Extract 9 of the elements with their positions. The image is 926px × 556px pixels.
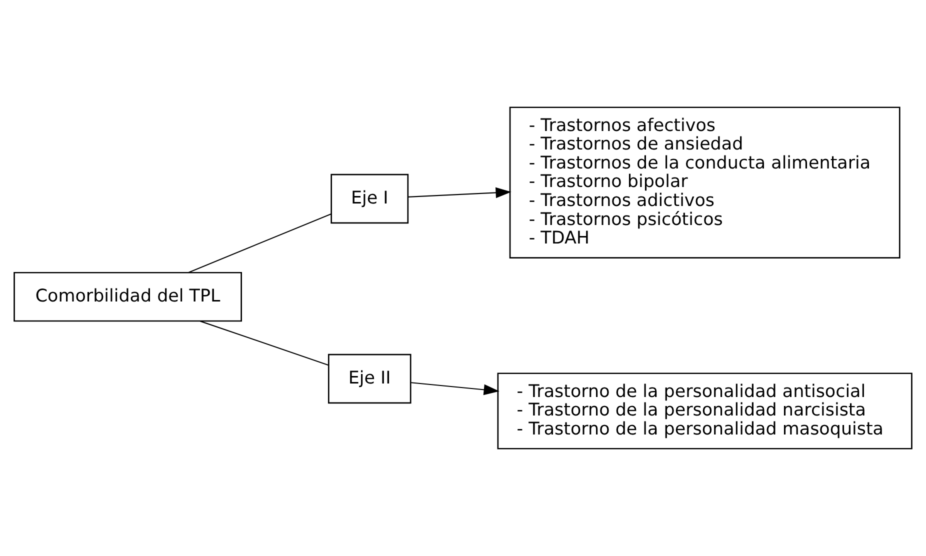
arrow (411, 382, 500, 396)
arrow (408, 187, 512, 198)
node-box: Comorbilidad del TPL (14, 272, 242, 322)
node-box: Eje II (328, 354, 412, 404)
connector (200, 320, 329, 366)
node-box: Eje I (330, 174, 409, 224)
node-box: - Trastornos afectivos - Trastornos de ansiedad - Trastornos de la conducta alimentaria - Trastorno bipolar - Trastornos adictivos - Trastornos psicóticos - TDAH (509, 106, 900, 259)
node-box: - Trastorno de la personalidad antisocial - Trastorno de la personalidad narcisista - Trastorno de la personalidad masoquista (497, 372, 912, 450)
connector (188, 214, 332, 274)
